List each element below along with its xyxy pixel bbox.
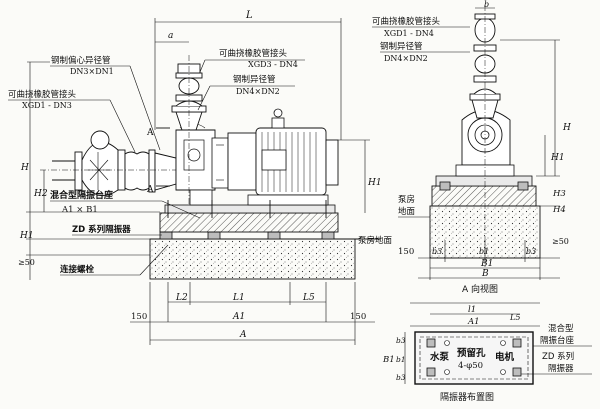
plan-dim-b3-bot: b3 (396, 373, 406, 382)
dim-b1: b1 (479, 247, 489, 256)
isolators (159, 231, 335, 240)
plan-label-pump: 水泵 (430, 351, 450, 363)
motor (227, 108, 339, 206)
dim-A: A (239, 330, 247, 340)
dim-a: a (168, 31, 173, 41)
plan-dim-b3-top: b3 (396, 336, 406, 345)
dim-150-right-view: 150 (398, 247, 414, 257)
dim-b3-left: b3 (432, 247, 442, 256)
dim-H2: H2 (33, 189, 48, 199)
mixed-base (159, 212, 339, 233)
dim-H3: H3 (552, 189, 566, 199)
bottom-dimensions: L2 L1 L5 150 A1 150 A (130, 282, 375, 345)
dim-150-right: 150 (350, 312, 366, 322)
dim-L: L (245, 10, 253, 21)
inlet-piping (40, 130, 190, 197)
dim-H: H (20, 163, 29, 173)
label-reducer-spec: DN4×DN2 (236, 87, 280, 96)
caption-plan: 隔振器布置图 (440, 391, 494, 403)
label-ecc-pipe: 钢制偏心异径管 (51, 55, 111, 66)
dim-L1: L1 (232, 293, 245, 303)
section-a-bottom: A (146, 185, 154, 195)
side-elevation-view: L a 钢制偏心异径管 DN3×DN1 可曲挠橡胶管接头 XGD1 - DN3 … (8, 10, 393, 345)
label-floor-right-2: 地面 (398, 206, 416, 217)
label-flex-outlet-spec: XGD3 - DN4 (248, 60, 298, 69)
dim-ge50-left: ≥50 (18, 258, 35, 267)
dim-A1: A1 (232, 312, 245, 322)
dim-L2: L2 (175, 293, 188, 303)
label-flex-right-spec: XGD1 - DN4 (384, 29, 434, 38)
isolator-layout-plan: l1 L5 A1 水泵 预留孔 4-φ50 电机 B1 b3 b1 b3 混合型… (382, 302, 592, 403)
label-flex-right: 可曲挠橡胶管接头 (372, 16, 441, 27)
label-mixed-base-spec: A1 × B1 (61, 205, 98, 215)
label-mixed-base: 混合型隔振台座 (50, 189, 113, 201)
label-reducer-right-spec: DN4×DN2 (384, 54, 428, 63)
section-a-top: A (146, 128, 154, 138)
dim-150-left: 150 (131, 312, 147, 322)
dim-b: b (484, 0, 489, 9)
plan-dim-b1: b1 (396, 355, 406, 364)
plan-label-base-2: 隔振台座 (540, 335, 575, 346)
label-ecc-pipe-spec: DN3×DN1 (70, 67, 114, 76)
discharge-piping (171, 55, 207, 205)
dim-H4: H4 (552, 205, 566, 215)
plan-label-hole-spec: 4-φ50 (458, 361, 483, 371)
dim-b3-right: b3 (526, 247, 536, 256)
dim-B1: B1 (480, 259, 493, 269)
dim-H1-right: H1 (550, 153, 565, 163)
label-bolt: 连接螺栓 (60, 264, 95, 275)
plan-label-motor: 电机 (495, 351, 515, 363)
label-flex-inlet-spec: XGD1 - DN3 (22, 101, 72, 110)
label-reducer: 钢制异径管 (233, 74, 276, 85)
caption-a-view: A 向视图 (462, 283, 498, 295)
pump (175, 123, 229, 206)
label-reducer-right: 钢制异径管 (380, 41, 423, 52)
anchor-bolts (167, 200, 327, 218)
dim-B: B (481, 269, 489, 279)
plan-label-hole: 预留孔 (457, 347, 486, 359)
plan-dim-A1: A1 (467, 317, 480, 327)
label-floor-right: 泵房 (398, 194, 415, 205)
plan-dim-L5: L5 (509, 313, 520, 322)
dim-H-right: H (562, 123, 571, 133)
dim-L5: L5 (302, 293, 315, 303)
plan-dim-B1: B1 (382, 355, 395, 365)
dim-H1: H1 (367, 178, 382, 188)
plan-label-isolator: ZD 系列 (542, 351, 574, 362)
plan-label-isolator-2: 隔振器 (548, 363, 574, 374)
label-isolator: ZD 系列隔振器 (72, 224, 131, 235)
floor-slab (149, 238, 356, 280)
label-flex-outlet: 可曲挠橡胶管接头 (219, 48, 288, 59)
a-direction-view: b 可曲挠橡胶管接头 XGD1 - DN4 钢制异径管 DN4×DN2 H H1… (372, 0, 571, 295)
plan-dim-l1: l1 (468, 305, 476, 315)
plan-label-base: 混合型 (548, 323, 574, 334)
dim-ge50-right: ≥50 (552, 237, 569, 246)
label-floor: 泵房地面 (358, 235, 393, 246)
label-flex-inlet: 可曲挠橡胶管接头 (8, 89, 77, 100)
dim-H1-left: H1 (19, 231, 34, 241)
